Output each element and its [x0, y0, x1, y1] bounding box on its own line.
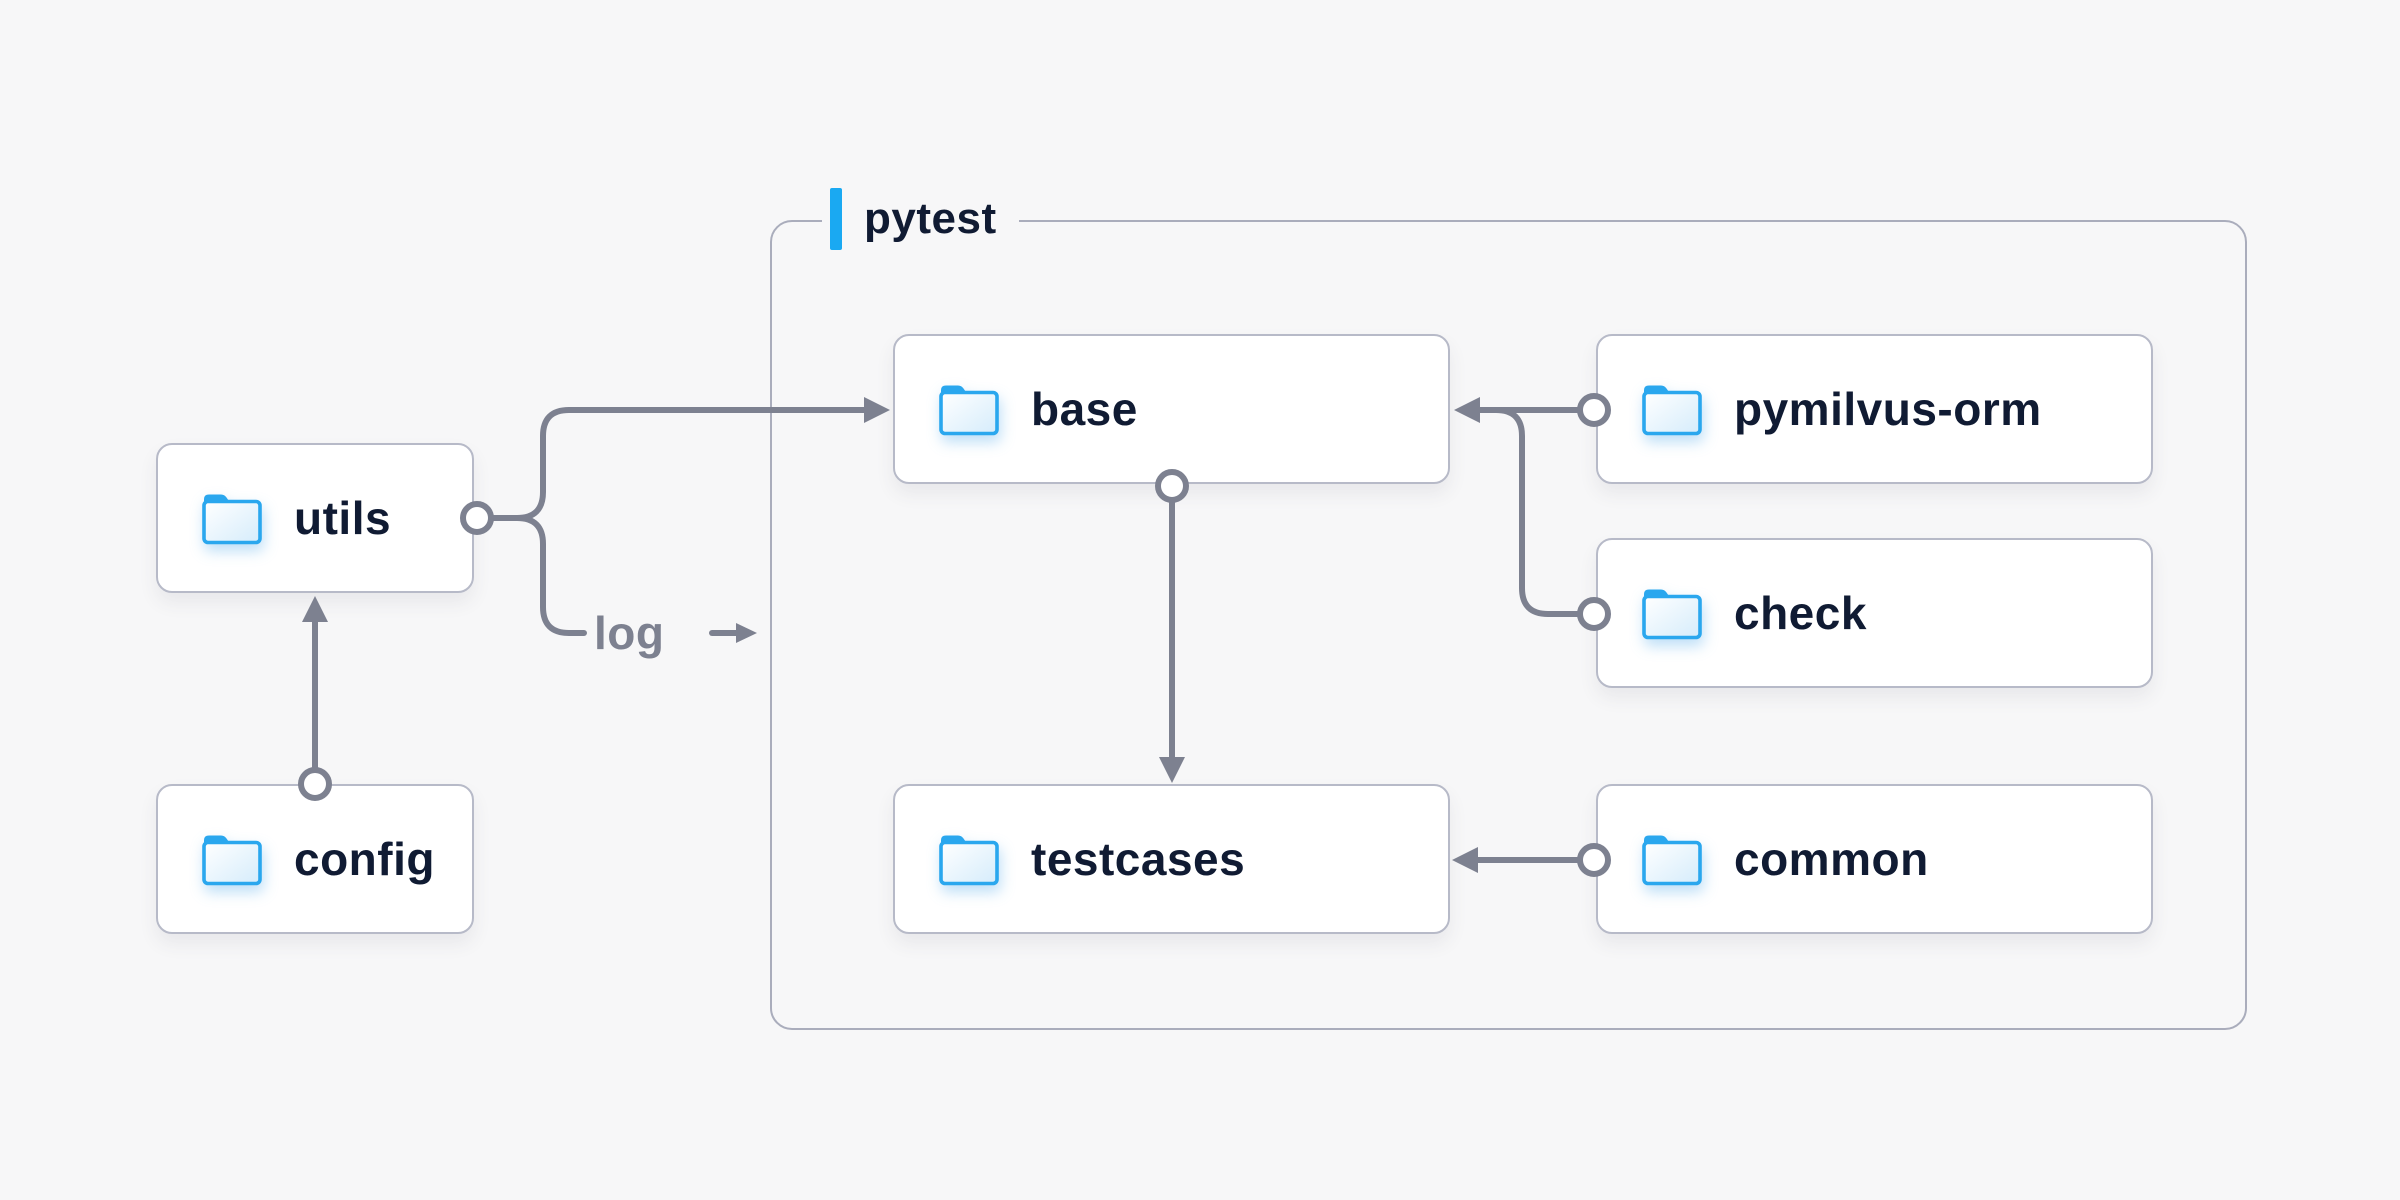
- edge-label-log: log: [594, 607, 665, 659]
- edge-config-to-utils: [298, 596, 332, 801]
- node-config-label: config: [294, 833, 435, 885]
- accent-bar: [830, 188, 842, 250]
- node-check-label: check: [1734, 587, 1867, 639]
- group-pytest: pytest: [770, 186, 2247, 1030]
- folder-icon: [1640, 585, 1704, 641]
- node-utils-label: utils: [294, 492, 392, 544]
- folder-icon: [200, 490, 264, 546]
- node-base: base: [893, 334, 1450, 484]
- folder-icon: [200, 831, 264, 887]
- node-utils: utils: [156, 443, 474, 593]
- node-common: common: [1596, 784, 2153, 934]
- node-testcases: testcases: [893, 784, 1450, 934]
- node-pymilvus-orm: pymilvus-orm: [1596, 334, 2153, 484]
- node-check: check: [1596, 538, 2153, 688]
- folder-icon: [937, 381, 1001, 437]
- group-pytest-label: pytest: [822, 186, 1019, 252]
- node-common-label: common: [1734, 833, 1929, 885]
- group-pytest-title: pytest: [864, 194, 997, 243]
- node-config: config: [156, 784, 474, 934]
- folder-icon: [937, 831, 1001, 887]
- node-testcases-label: testcases: [1031, 833, 1246, 885]
- node-base-label: base: [1031, 383, 1138, 435]
- folder-icon: [1640, 831, 1704, 887]
- node-pymilvus-orm-label: pymilvus-orm: [1734, 383, 2042, 435]
- folder-icon: [1640, 381, 1704, 437]
